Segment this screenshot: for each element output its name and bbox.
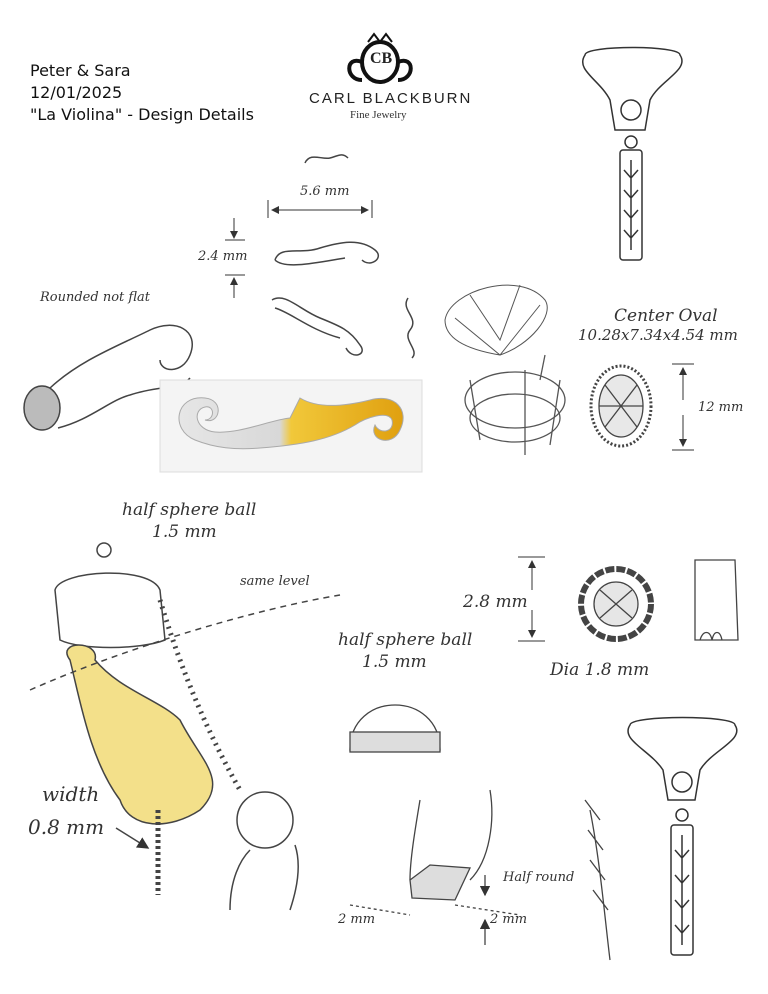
label-side-halo-height: 2.8 mm: [463, 592, 528, 612]
oval-stone-sketch: [444, 284, 548, 356]
label-center-oval-size: 10.28x7.34x4.54 mm: [578, 326, 738, 344]
label-center-oval: Center Oval: [614, 306, 718, 326]
logo-subtitle: Fine Jewelry: [350, 109, 407, 121]
client-names: Peter & Sara: [30, 61, 131, 80]
label-ball-top: half sphere ball: [122, 500, 257, 520]
label-width-size: 0.8 mm: [28, 815, 105, 839]
oval-halo-top-view: [589, 364, 653, 448]
logo-monogram: CB: [370, 50, 393, 67]
scroll-sketch-small: [304, 154, 349, 164]
side-halo-profile: [694, 559, 739, 641]
ring-detail-sketch: [29, 542, 341, 911]
label-scroll-length: 5.6 mm: [300, 184, 350, 199]
label-side-stone-dia: Dia 1.8 mm: [550, 660, 650, 680]
logo-brand: CARL BLACKBURN: [309, 90, 473, 107]
label-width: width: [42, 782, 100, 806]
label-band-depth: 2 mm: [490, 912, 528, 927]
label-halo-height: 12 mm: [698, 400, 744, 415]
side-stone-halo: [578, 566, 654, 642]
dimension-2-8: [518, 556, 545, 642]
band-cross-section: [349, 789, 521, 945]
label-rounded: Rounded not flat: [40, 290, 151, 305]
dimension-12mm: [672, 363, 694, 451]
label-ball-mid-size: 1.5 mm: [362, 652, 427, 672]
label-ball-top-size: 1.5 mm: [152, 522, 217, 542]
ring-side-view-bottom: [627, 716, 738, 956]
label-scroll-height: 2.4 mm: [198, 249, 248, 264]
half-sphere-sketch: [349, 704, 441, 753]
design-date: 12/01/2025: [30, 83, 123, 102]
scroll-sketch-side: [271, 297, 415, 359]
label-ball-mid: half sphere ball: [338, 630, 473, 650]
label-band-width: 2 mm: [338, 912, 376, 927]
dimension-5-6: [267, 200, 373, 218]
label-half-round: Half round: [503, 870, 575, 885]
dimension-2-4: [225, 218, 245, 298]
design-title: "La Violina" - Design Details: [30, 105, 254, 124]
scroll-sketch-3d: [23, 324, 193, 431]
label-same-level: same level: [240, 574, 310, 589]
scroll-render-image: [159, 379, 423, 473]
scroll-sketch-front: [274, 241, 380, 266]
basket-setting-sketch: [464, 354, 566, 455]
logo-crown-icon: [347, 32, 413, 84]
leaf-band-sketch: [584, 799, 611, 961]
ring-side-view-top: [582, 46, 683, 261]
